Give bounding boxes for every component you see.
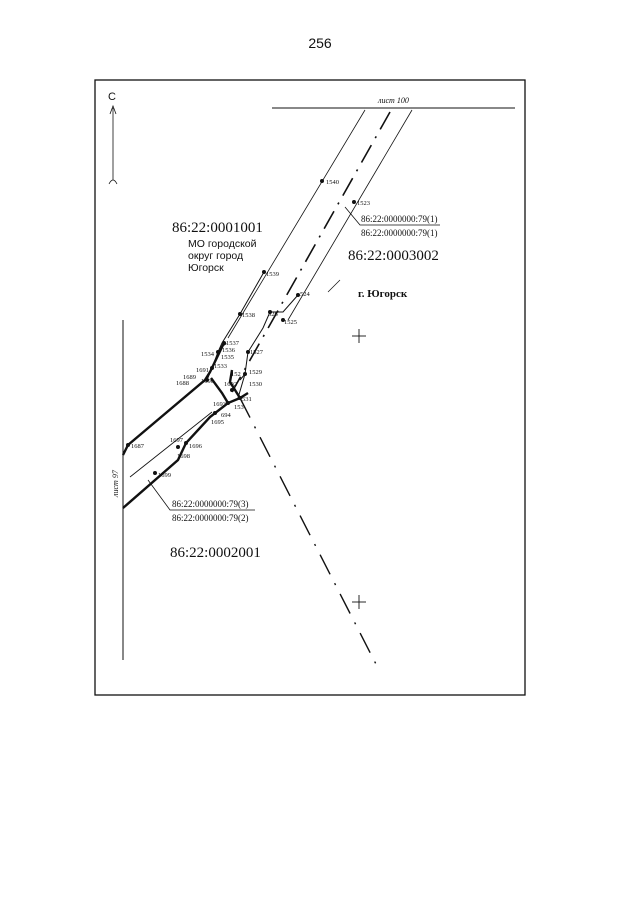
municipality-line-2: округ город — [188, 250, 243, 262]
callout-lower — [147, 479, 255, 511]
survey-point-marker — [126, 443, 130, 447]
point-label: 524 — [300, 291, 311, 298]
point-label: 1699 — [158, 472, 171, 479]
north-arrow-icon — [108, 104, 118, 185]
point-label: 1693 — [213, 401, 226, 408]
survey-point-marker — [216, 350, 220, 354]
north-label: С — [108, 91, 116, 103]
municipality-line-3: Югорск — [188, 262, 224, 274]
survey-point-marker — [281, 318, 285, 322]
survey-point-marker — [176, 445, 180, 449]
sheet-label-left: лист 97 — [111, 469, 120, 498]
point-label: 1535 — [221, 354, 234, 361]
point-label: 1688 — [176, 380, 189, 387]
point-label: 1540 — [326, 179, 339, 186]
callout-upper — [344, 206, 440, 226]
point-label: 1523 — [357, 200, 370, 207]
callout-lower-numerator: 86:22:0000000:79(3) — [172, 499, 249, 509]
survey-point-marker — [268, 310, 272, 314]
survey-point-marker — [222, 341, 226, 345]
parcel-label-upper-left: 86:22:0001001 — [172, 220, 263, 236]
point-label: 1536 — [222, 347, 236, 354]
point-label: 152 — [231, 371, 241, 378]
point-label: 1695 — [211, 419, 224, 426]
point-label: 1538 — [242, 312, 255, 319]
point-label: 1692 — [224, 381, 237, 388]
point-label: 1698 — [177, 453, 190, 460]
point-label: 1689 — [183, 374, 196, 381]
point-label: 1697 — [170, 437, 184, 444]
map-frame — [94, 79, 526, 696]
municipality-line-1: МО городской — [188, 238, 257, 250]
point-label: 1533 — [214, 363, 227, 370]
axis-line — [231, 111, 391, 393]
point-label: 694 — [221, 412, 232, 419]
point-label: 1529 — [249, 369, 262, 376]
grid-cross-icon — [352, 595, 366, 609]
survey-point-marker — [320, 179, 324, 183]
point-labels: 1540 1523 1539 524 1538 526 1525 1537 15… — [131, 179, 370, 479]
point-label: 1539 — [266, 271, 279, 278]
point-label: 526 — [268, 311, 279, 318]
survey-point-marker — [238, 312, 242, 316]
parcel-label-lower-left: 86:22:0002001 — [170, 545, 261, 561]
survey-point-marker — [210, 366, 214, 370]
axis-line-south — [239, 397, 381, 673]
survey-point-marker — [296, 293, 300, 297]
callout-city-leader — [327, 279, 341, 293]
survey-point-marker — [205, 378, 209, 382]
parcel-label-right: 86:22:0003002 — [348, 248, 439, 264]
point-label: 1696 — [189, 443, 203, 450]
point-label: 1527 — [250, 349, 264, 356]
survey-point-marker — [153, 471, 157, 475]
callout-lower-denominator: 86:22:0000000:79(2) — [172, 513, 249, 523]
point-label: 1534 — [201, 351, 215, 358]
point-label: 531 — [242, 396, 252, 403]
callout-upper-numerator: 86:22:0000000:79(1) — [361, 214, 438, 224]
point-label: 1530 — [249, 381, 262, 388]
point-label: 1537 — [226, 340, 240, 347]
grid-cross-icon — [352, 329, 366, 343]
sheet-label-top: лист 100 — [377, 96, 409, 105]
survey-point-marker — [352, 200, 356, 204]
callout-upper-denominator: 86:22:0000000:79(1) — [361, 228, 438, 238]
survey-point-marker — [213, 411, 217, 415]
survey-points — [126, 179, 356, 475]
point-label: 1525 — [284, 319, 297, 326]
survey-point-marker — [243, 372, 247, 376]
survey-point-marker — [230, 388, 234, 392]
survey-point-marker — [262, 270, 266, 274]
survey-point-marker — [226, 401, 230, 405]
survey-point-marker — [238, 396, 242, 400]
page-number: 256 — [308, 35, 332, 51]
point-label: 1690 — [201, 378, 214, 385]
point-label: 153 — [234, 404, 244, 411]
survey-point-marker — [246, 350, 250, 354]
point-label: 1691 — [196, 367, 209, 374]
point-label: 1687 — [131, 443, 145, 450]
survey-point-marker — [184, 441, 188, 445]
city-label: г. Югорск — [358, 288, 408, 300]
municipal-boundary — [121, 342, 249, 509]
